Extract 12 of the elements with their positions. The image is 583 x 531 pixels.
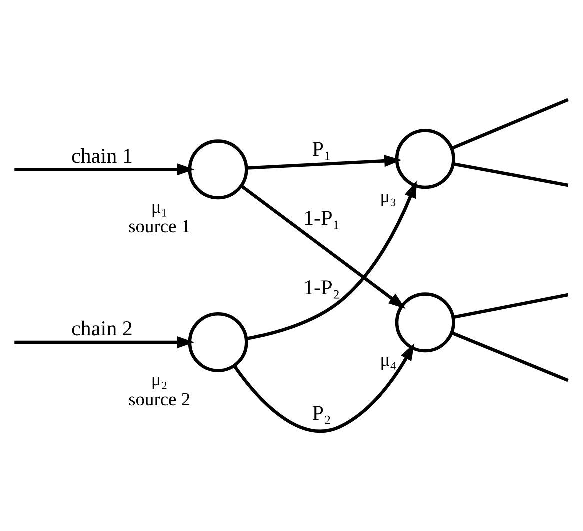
edge-label: 1-P₁ bbox=[304, 206, 340, 230]
node-label: μ₁ bbox=[151, 196, 168, 217]
edge-label: P₁ bbox=[312, 137, 332, 162]
node-label: μ₃ bbox=[380, 186, 397, 206]
edge-label: 1-P₂ bbox=[304, 276, 340, 300]
edge-label: chain 2 bbox=[71, 316, 133, 341]
edge-label: chain 1 bbox=[71, 144, 133, 168]
node-label: source 2 bbox=[128, 389, 191, 410]
node-label: source 1 bbox=[128, 216, 191, 237]
edge-label: P₂ bbox=[312, 401, 332, 426]
node-label: μ₄ bbox=[380, 350, 397, 370]
node-label: μ₂ bbox=[151, 370, 168, 390]
